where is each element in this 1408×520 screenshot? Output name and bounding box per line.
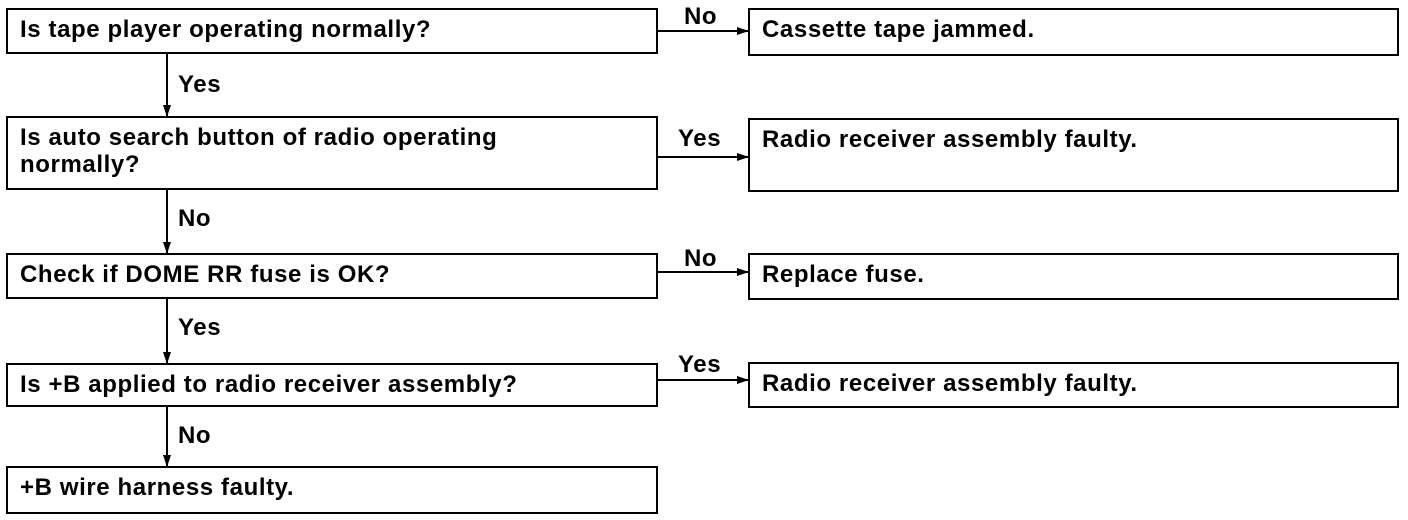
down-label-3: Yes bbox=[178, 314, 222, 341]
down-label-4: No bbox=[178, 422, 212, 449]
down-label-1: Yes bbox=[178, 71, 222, 98]
side-label-2: Yes bbox=[678, 125, 722, 152]
side-label-1: No bbox=[684, 3, 718, 30]
side-label-4: Yes bbox=[678, 351, 722, 378]
question-box-1: Is tape player operating normally? bbox=[6, 8, 658, 54]
result-box-3: Replace fuse. bbox=[748, 253, 1399, 300]
side-label-3: No bbox=[684, 245, 718, 272]
question-box-2: Is auto search button of radio operating… bbox=[6, 116, 658, 190]
result-box-2: Radio receiver assembly faulty. bbox=[748, 118, 1399, 192]
final-result-box: +B wire harness faulty. bbox=[6, 466, 658, 514]
question-box-4: Is +B applied to radio receiver assembly… bbox=[6, 363, 658, 407]
result-box-4: Radio receiver assembly faulty. bbox=[748, 362, 1399, 408]
down-label-2: No bbox=[178, 205, 212, 232]
result-box-1: Cassette tape jammed. bbox=[748, 8, 1399, 56]
question-box-3: Check if DOME RR fuse is OK? bbox=[6, 253, 658, 299]
